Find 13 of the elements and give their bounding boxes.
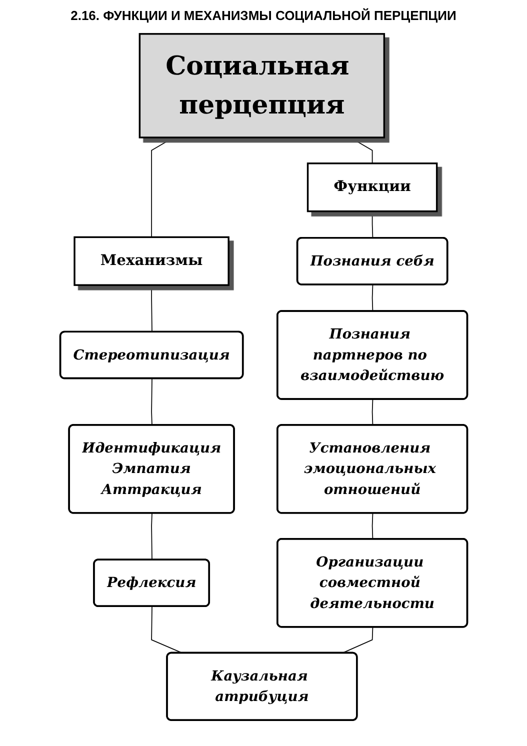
connector xyxy=(150,512,152,560)
connector xyxy=(150,378,152,426)
connector xyxy=(350,137,372,164)
connector xyxy=(372,512,373,540)
connector xyxy=(150,137,174,238)
node-box: Механизмы xyxy=(73,236,230,286)
connector xyxy=(150,284,152,333)
node-box: Функции xyxy=(306,162,438,212)
node-box: Социальная перцепция xyxy=(138,33,385,138)
connector xyxy=(372,284,373,312)
connector xyxy=(372,399,373,426)
diagram-title: 2.16. ФУНКЦИИ И МЕХАНИЗМЫ СОЦИАЛЬНОЙ ПЕРЦЕПЦИИ xyxy=(70,7,458,25)
connector xyxy=(372,210,373,239)
